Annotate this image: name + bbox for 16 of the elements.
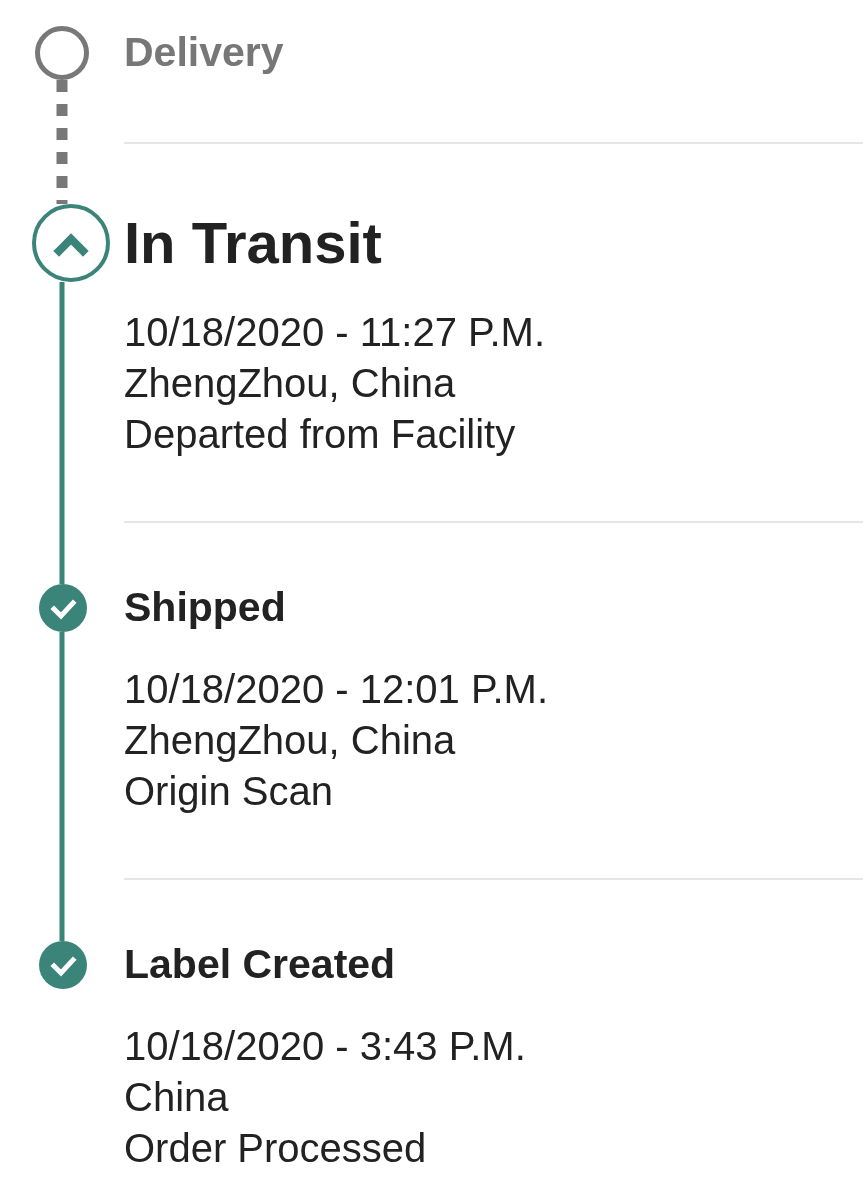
date-time-text: 10/18/2020 - 11:27 P.M.	[124, 309, 546, 356]
step-heading: Label Created	[124, 942, 396, 988]
event-text: Order Processed	[124, 1125, 427, 1172]
connector-line	[59, 632, 65, 941]
date-time-text: 10/18/2020 - 12:01 P.M.	[124, 666, 549, 713]
location-text: ZhengZhou, China	[124, 717, 456, 764]
dotted-line	[56, 80, 68, 204]
date-time-text: 10/18/2020 - 3:43 P.M.	[124, 1023, 526, 1070]
step-heading: In Transit	[124, 211, 382, 275]
event-text: Departed from Facility	[124, 411, 516, 458]
location-text: China	[124, 1074, 229, 1121]
event-text: Origin Scan	[124, 768, 333, 815]
step-heading: Shipped	[124, 585, 286, 631]
step-heading: Delivery	[124, 30, 284, 76]
location-text: ZhengZhou, China	[124, 360, 456, 407]
connector-line	[59, 282, 65, 584]
